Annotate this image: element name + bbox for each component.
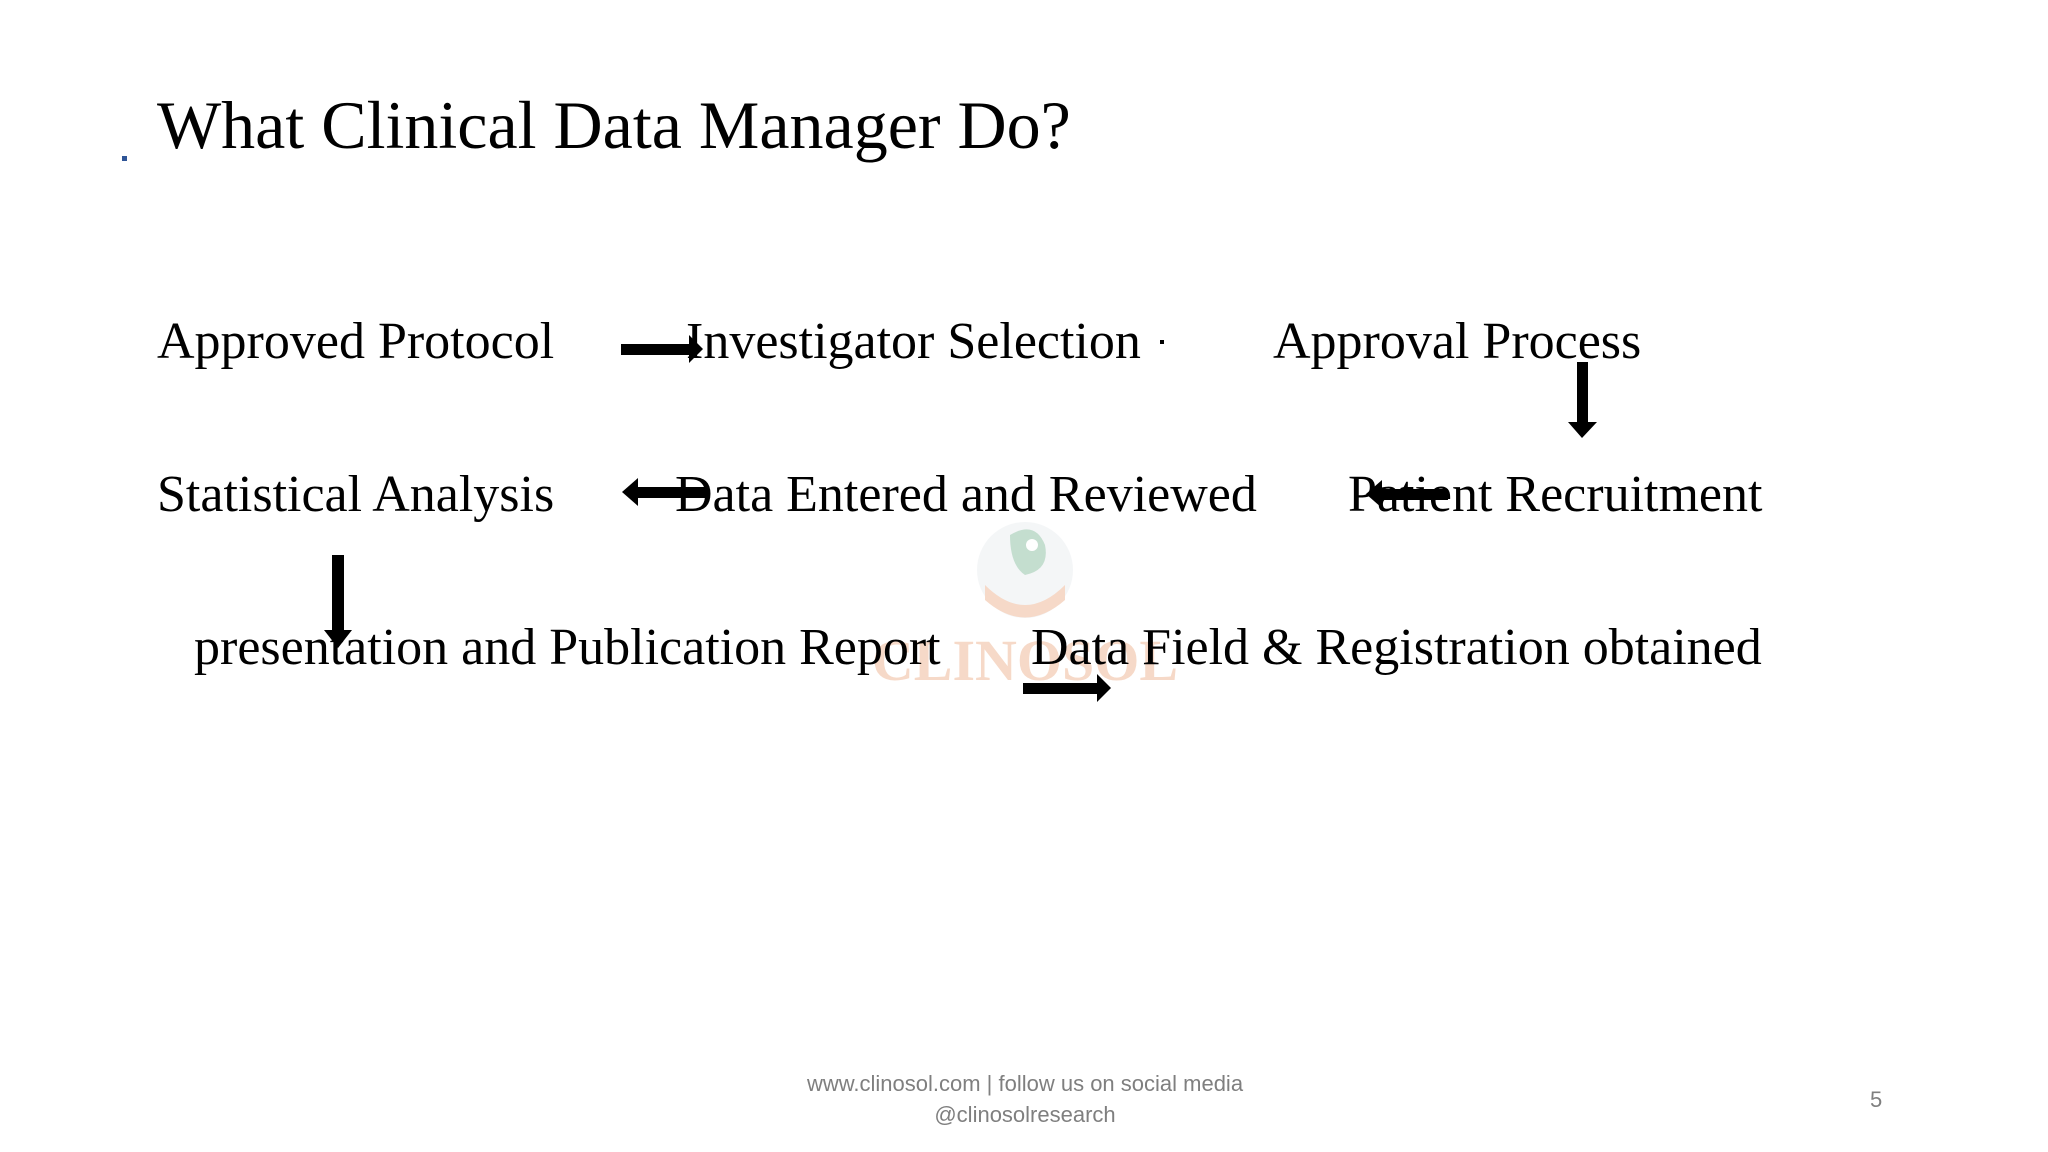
step-approval-process: Approval Process — [1273, 313, 1642, 370]
step-data-field-registration: Data Field & Registration obtained — [1031, 619, 1762, 676]
clinosol-watermark-logo: CLINOSOL — [872, 522, 1178, 693]
step-patient-recruitment: Patient Recruitment — [1348, 466, 1763, 523]
footer: www.clinosol.com | follow us on social m… — [700, 1068, 1350, 1130]
stray-dot — [1160, 340, 1164, 344]
slide-title: What Clinical Data Manager Do? — [157, 87, 1071, 163]
step-investigator-selection: Investigator Selection — [686, 313, 1141, 370]
step-statistical-analysis: Statistical Analysis — [157, 466, 555, 523]
arrow-down-1 — [1568, 362, 1597, 438]
footer-website-line: www.clinosol.com | follow us on social m… — [806, 1071, 1244, 1096]
title-bullet-dot — [122, 156, 127, 161]
footer-social-handle: @clinosolresearch — [934, 1102, 1116, 1127]
watermark-text: CLINOSOL — [872, 628, 1178, 693]
step-data-entered-reviewed: Data Entered and Reviewed — [675, 466, 1257, 523]
step-approved-protocol: Approved Protocol — [157, 313, 555, 370]
page-number: 5 — [1870, 1087, 1883, 1112]
step-presentation-publication: presentation and Publication Report — [194, 619, 941, 676]
watermark-emblem — [977, 522, 1073, 618]
